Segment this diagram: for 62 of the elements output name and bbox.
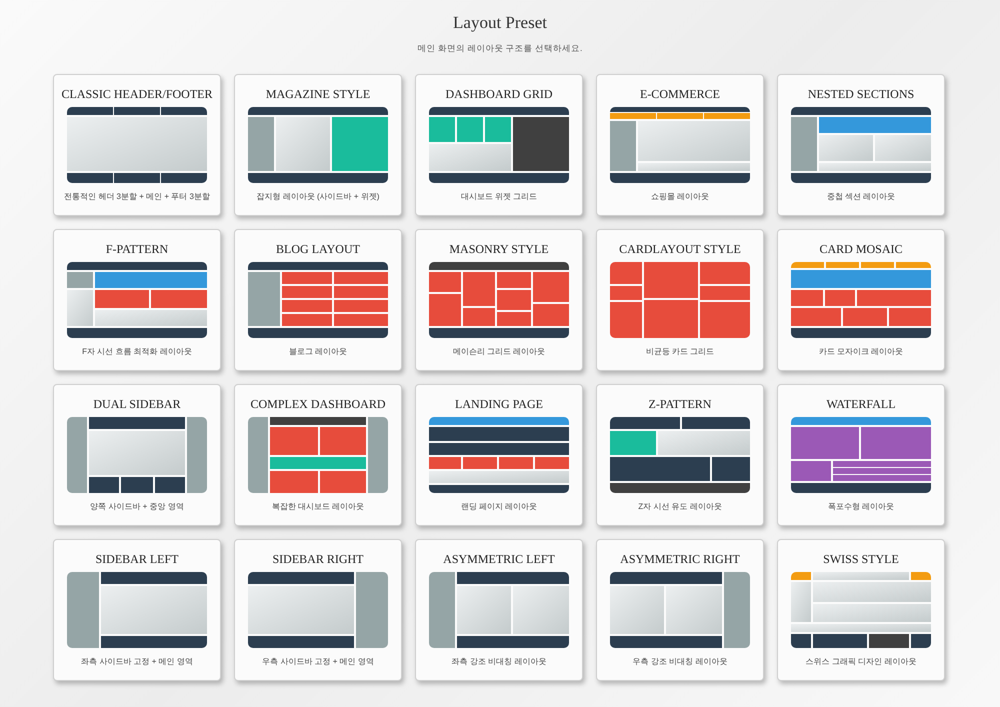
layout-card (234, 539, 402, 681)
card-description: 랜딩 페이지 레이아웃 (460, 502, 538, 511)
card-title: ASYMMETRIC RIGHT (620, 552, 740, 566)
card-description: 카드 모자이크 레이아웃 (818, 347, 904, 356)
card-title: CARD MOSAIC (819, 242, 902, 256)
page-title: Layout Preset (453, 13, 547, 32)
card-description: 비균등 카드 그리드 (646, 347, 714, 356)
layout-card (596, 74, 764, 216)
card-description: 대시보드 위젯 그리드 (460, 192, 538, 201)
layout-card (596, 229, 764, 371)
layout-card (234, 74, 402, 216)
card-description: 전통적인 헤더 3분할 + 메인 + 푸터 3분할 (64, 192, 210, 201)
card-title: CARDLAYOUT STYLE (619, 242, 741, 256)
card-description: 폭포수형 레이아웃 (828, 502, 894, 511)
card-description: 좌측 사이드바 고정 + 메인 영역 (81, 657, 193, 666)
card-description: 복잡한 대시보드 레이아웃 (272, 502, 364, 511)
card-title: DASHBOARD GRID (445, 87, 552, 101)
card-description: 메이슨리 그리드 레이아웃 (452, 347, 546, 356)
card-description: 쇼핑몰 레이아웃 (650, 192, 710, 201)
layout-card (777, 74, 945, 216)
card-description: 중첩 섹션 레이아웃 (826, 192, 896, 201)
card-description: 우측 사이드바 고정 + 메인 영역 (262, 657, 374, 666)
layout-card (777, 384, 945, 526)
layout-card (596, 539, 764, 681)
layout-card (234, 384, 402, 526)
card-description: 블로그 레이아웃 (288, 347, 348, 356)
card-title: F-PATTERN (106, 242, 168, 256)
card-title: NESTED SECTIONS (808, 87, 914, 101)
layout-card (53, 74, 221, 216)
card-title: LANDING PAGE (455, 397, 543, 411)
card-description: 양쪽 사이드바 + 중앙 영역 (90, 502, 184, 511)
card-description: 우측 강조 비대칭 레이아웃 (632, 657, 728, 666)
card-title: COMPLEX DASHBOARD (250, 397, 386, 411)
card-title: CLASSIC HEADER/FOOTER (61, 87, 212, 101)
card-title: BLOG LAYOUT (276, 242, 360, 256)
card-title: E-COMMERCE (640, 87, 720, 101)
card-description: 잡지형 레이아웃 (사이드바 + 위젯) (256, 192, 380, 201)
layout-card (415, 74, 583, 216)
card-description: 좌측 강조 비대칭 레이아웃 (452, 657, 546, 666)
card-title: MAGAZINE STYLE (266, 87, 370, 101)
layout-card (53, 384, 221, 526)
layout-card (596, 384, 764, 526)
card-description: 스위스 그래픽 디자인 레이아웃 (806, 657, 916, 666)
card-title: DUAL SIDEBAR (93, 397, 181, 411)
page-subtitle: 메인 화면의 레이아웃 구조를 선택하세요. (418, 43, 582, 53)
layout-card (234, 229, 402, 371)
layout-card (415, 539, 583, 681)
layout-card (415, 229, 583, 371)
card-title: MASONRY STYLE (449, 242, 549, 256)
layout-card (53, 229, 221, 371)
layout-card (777, 539, 945, 681)
card-description: Z자 시선 유도 레이아웃 (638, 502, 722, 511)
card-title: Z-PATTERN (648, 397, 712, 411)
layout-card (777, 229, 945, 371)
card-title: SWISS STYLE (823, 552, 899, 566)
layout-card (53, 539, 221, 681)
card-description: F자 시선 흐름 최적화 레이아웃 (82, 347, 192, 356)
layout-card (415, 384, 583, 526)
card-title: SIDEBAR LEFT (95, 552, 178, 566)
card-title: WATERFALL (826, 397, 896, 411)
card-title: SIDEBAR RIGHT (272, 552, 364, 566)
card-title: ASYMMETRIC LEFT (443, 552, 555, 566)
